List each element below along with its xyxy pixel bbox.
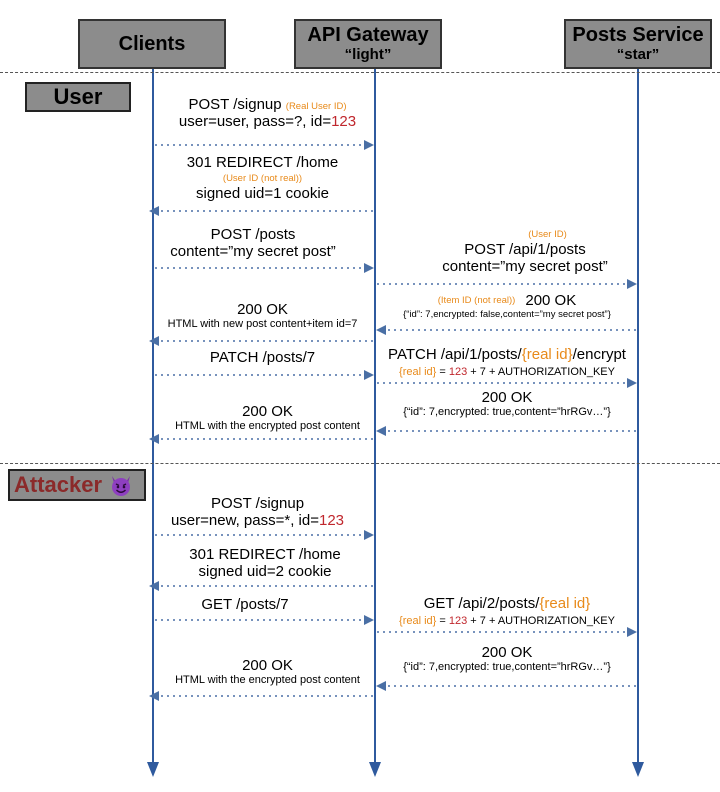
msg-get-formula-userid: 123 [448,615,468,628]
msg-redirect-user-note: (User ID (not real)) [222,173,303,185]
msg-redirect-attacker-line1: 301 REDIRECT /home [189,546,341,563]
lifeline-arrowhead-gateway [369,762,381,777]
msg-signup-attacker-params: user=new, pass=*, id= [170,512,319,530]
actor-posts: Posts Service “star” [564,19,712,69]
msg-signup-user-id: 123 [331,113,357,131]
msg-patch-posts: PATCH /posts/7 [155,349,370,366]
lifeline-arrowhead-posts [632,762,644,777]
msg-get-formula-realid: {real id} [399,615,437,628]
actor-gateway: API Gateway “light” [294,19,442,69]
msg-get-posts-line1: GET /posts/7 [201,596,289,613]
msg-get-posts: GET /posts/7 [155,596,335,613]
separator-attacker [0,463,720,464]
msg-patch-api-realid: {real id} [521,346,573,363]
devil-emoji-icon [112,476,131,496]
msg-signup-user-params: user=user, pass=?, id= [178,113,332,131]
msg-post-posts-line1: POST /posts [210,226,296,243]
msg-post-api-posts-line1: POST /api/1/posts [464,240,586,258]
msg-200-html-encrypted: 200 OK HTML with the encrypted post cont… [155,403,380,433]
msg-post-api-posts-note: (User ID) [528,229,567,240]
msg-200-created-json: {“id”: 7,encrypted: false,content=”my se… [403,309,611,321]
actor-clients-name: Clients [118,33,186,55]
msg-200-encrypted-json-line1: 200 OK [481,389,533,406]
actor-gateway-alias: “light” [344,46,392,63]
msg-signup-user-line1: POST /signup [188,96,282,113]
msg-200-created-note: (Item ID (not real)) [437,295,516,306]
msg-signup-user: POST /signup (Real User ID) user=user, p… [155,96,380,131]
section-user-label: User [25,82,131,112]
msg-200-html-new-line1: 200 OK [237,301,288,318]
msg-patch-api-encrypt: PATCH /api/1/posts/{real id}/encrypt {re… [376,346,638,379]
msg-200-attacker-json-line1: 200 OK [481,644,533,661]
msg-signup-attacker: POST /signup user=new, pass=*, id=123 [155,495,360,530]
msg-signup-attacker-id: 123 [318,512,345,530]
msg-post-api-posts: (User ID) POST /api/1/posts content=”my … [395,229,655,276]
actor-posts-alias: “star” [616,46,660,63]
msg-post-posts-content: content=”my secret post” [170,243,336,261]
msg-post-posts: POST /posts content=”my secret post” [148,226,358,261]
msg-redirect-user: 301 REDIRECT /home (User ID (not real)) … [155,154,370,202]
msg-redirect-user-cookie: signed uid=1 cookie [195,185,329,203]
section-attacker-text: Attacker [14,472,103,497]
msg-patch-api-path: PATCH /api/1/posts/ [388,346,522,363]
msg-200-attacker-json: 200 OK {“id”: 7,encrypted: true,content=… [376,644,638,674]
msg-200-created: (Item ID (not real)) 200 OK {“id”: 7,encr… [376,292,638,321]
msg-200-attacker-html-line1: 200 OK [242,657,293,674]
actor-posts-name: Posts Service [572,24,704,46]
lifeline-arrowhead-clients [147,762,159,777]
msg-redirect-attacker: 301 REDIRECT /home signed uid=2 cookie [155,546,375,581]
msg-patch-formula-eq: = [436,366,449,379]
msg-redirect-user-line1: 301 REDIRECT /home [186,154,339,171]
msg-patch-posts-line1: PATCH /posts/7 [209,349,316,366]
msg-get-api-posts: GET /api/2/posts/{real id} {real id} = 1… [376,595,638,628]
msg-patch-formula-userid: 123 [448,366,468,379]
msg-redirect-attacker-cookie: signed uid=2 cookie [198,563,332,581]
msg-post-api-posts-content: content=”my secret post” [442,258,608,276]
actor-gateway-name: API Gateway [307,24,429,46]
msg-patch-formula-realid: {real id} [399,366,437,379]
separator-top [0,72,720,73]
msg-get-formula-rest: + 7 + AUTHORIZATION_KEY [467,615,615,628]
msg-200-created-line1: 200 OK [525,292,577,309]
msg-200-encrypted-json-body: {“id”: 7,encrypted: true,content=”hrRGv…… [403,406,611,419]
msg-get-api-realid: {real id} [539,595,591,612]
msg-get-api-path: GET /api/2/posts/ [423,595,540,612]
msg-get-formula-eq: = [436,615,449,628]
msg-200-attacker-json-body: {“id”: 7,encrypted: true,content=”hrRGv…… [403,661,611,674]
msg-200-encrypted-json: 200 OK {“id”: 7,encrypted: true,content=… [376,389,638,419]
msg-200-html-new-desc: HTML with new post content+item id=7 [167,318,358,331]
msg-200-attacker-html-desc: HTML with the encrypted post content [175,674,360,687]
msg-200-html-new: 200 OK HTML with new post content+item i… [150,301,375,331]
msg-200-attacker-html: 200 OK HTML with the encrypted post cont… [155,657,380,687]
section-attacker-label: Attacker [8,469,146,501]
msg-patch-formula-rest: + 7 + AUTHORIZATION_KEY [467,366,615,379]
msg-200-html-encrypted-line1: 200 OK [242,403,293,420]
msg-200-html-encrypted-desc: HTML with the encrypted post content [175,420,360,433]
msg-patch-api-suffix: /encrypt [572,346,626,363]
msg-signup-attacker-line1: POST /signup [210,495,305,512]
actor-clients: Clients [78,19,226,69]
msg-signup-user-note: (Real User ID) [285,101,347,112]
section-user-text: User [53,84,103,109]
